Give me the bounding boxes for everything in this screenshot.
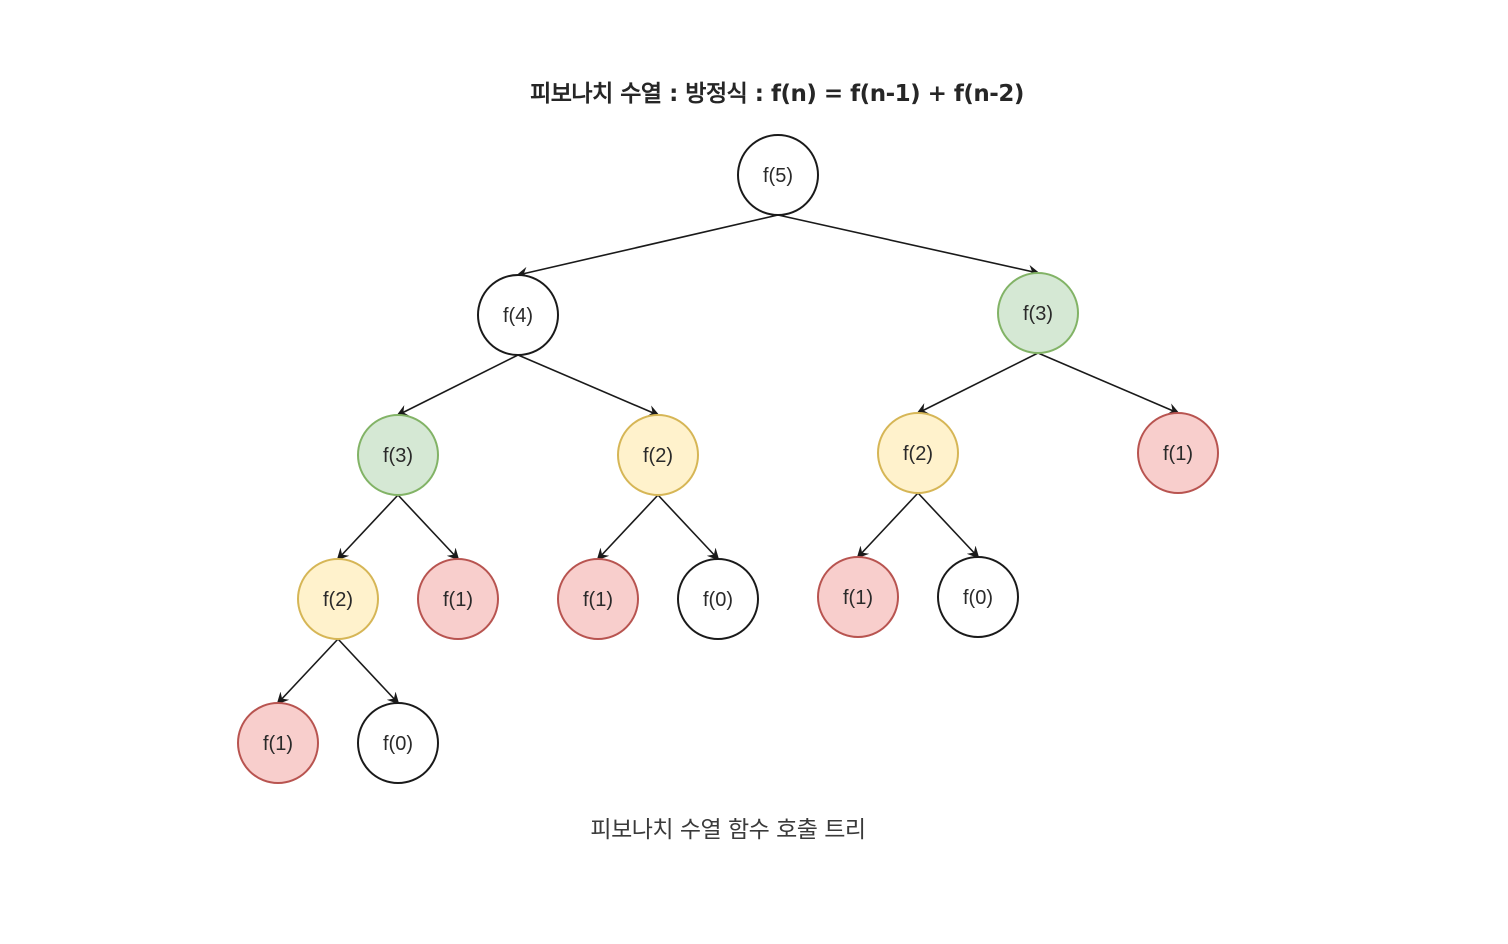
node-label: f(3) (1023, 303, 1053, 325)
edge-n4-n8 (336, 494, 399, 561)
node-label: f(1) (263, 733, 293, 755)
edge-layer (276, 214, 1180, 705)
node-label: f(0) (383, 733, 413, 755)
edge-n6-n12 (856, 492, 919, 559)
node-label: f(1) (1163, 443, 1193, 465)
node-label: f(0) (703, 589, 733, 611)
node-circle (677, 558, 759, 640)
node-circle (477, 274, 559, 356)
edge-n2-n4 (396, 354, 519, 416)
edge-n1-n2 (516, 214, 779, 279)
node-circle (357, 414, 439, 496)
node-label: f(2) (643, 445, 673, 467)
diagram-title: 피보나치 수열 : 방정식 : f(n) = f(n-1) + f(n-2) (530, 81, 1024, 107)
node-n13: f(0) (937, 556, 1019, 638)
node-layer: f(5) f(4) f(3) f(3) f(2) f(2) f(1) f(2) f(1) f(1)… (237, 134, 1219, 784)
node-n12: f(1) (817, 556, 899, 638)
node-label: f(2) (903, 443, 933, 465)
node-n1: f(5) (737, 134, 819, 216)
edge-n8-n14 (276, 638, 339, 705)
node-n3: f(3) (997, 272, 1079, 354)
edge-n1-n3 (777, 214, 1040, 277)
node-n8: f(2) (297, 558, 379, 640)
node-n6: f(2) (877, 412, 959, 494)
node-circle (297, 558, 379, 640)
node-circle (557, 558, 639, 640)
node-label: f(1) (843, 587, 873, 609)
edge-n3-n7 (1037, 352, 1180, 415)
node-circle (737, 134, 819, 216)
node-n2: f(4) (477, 274, 559, 356)
node-n10: f(1) (557, 558, 639, 640)
node-circle (997, 272, 1079, 354)
edge-n2-n5 (517, 354, 660, 417)
node-label: f(1) (443, 589, 473, 611)
node-n4: f(3) (357, 414, 439, 496)
node-n7: f(1) (1137, 412, 1219, 494)
node-circle (617, 414, 699, 496)
node-n5: f(2) (617, 414, 699, 496)
node-label: f(1) (583, 589, 613, 611)
node-n11: f(0) (677, 558, 759, 640)
edge-n3-n6 (916, 352, 1039, 414)
node-label: f(5) (763, 165, 793, 187)
node-circle (817, 556, 899, 638)
node-circle (937, 556, 1019, 638)
edge-n4-n9 (397, 494, 460, 561)
node-n9: f(1) (417, 558, 499, 640)
node-circle (1137, 412, 1219, 494)
node-circle (237, 702, 319, 784)
edge-n6-n13 (917, 492, 980, 559)
node-circle (417, 558, 499, 640)
edge-n5-n10 (596, 494, 659, 561)
node-label: f(0) (963, 587, 993, 609)
node-label: f(2) (323, 589, 353, 611)
edge-n5-n11 (657, 494, 720, 561)
diagram-caption: 피보나치 수열 함수 호출 트리 (590, 817, 866, 843)
node-circle (877, 412, 959, 494)
edge-n8-n15 (337, 638, 400, 705)
node-n15: f(0) (357, 702, 439, 784)
node-label: f(3) (383, 445, 413, 467)
node-n14: f(1) (237, 702, 319, 784)
node-label: f(4) (503, 305, 533, 327)
node-circle (357, 702, 439, 784)
